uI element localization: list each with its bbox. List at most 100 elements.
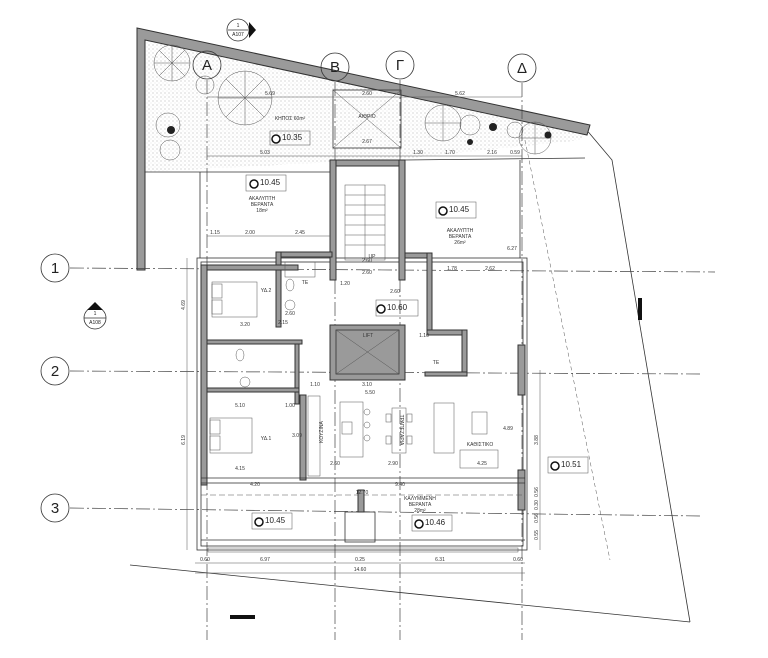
drawing-label: 1.10	[419, 333, 429, 339]
drawing-label: 10.45	[449, 205, 470, 214]
drawing-label: 0.60	[513, 557, 523, 563]
drawing-label: ΒΕΡΑΝΤΑ	[251, 202, 274, 208]
drawing-label: 4.69	[181, 300, 187, 310]
drawing-label: A108	[89, 320, 101, 326]
drawing-label: 9.40	[395, 482, 405, 488]
drawing-label: 10.46	[425, 518, 446, 527]
garden: ΚΗΠΟΣ 60m² ΑΙΘΡΙΟ	[136, 27, 591, 271]
room-label-atrium: ΑΙΘΡΙΟ	[358, 114, 375, 120]
drawing-label: ΚΑΛΥΜΜΕΝΗ	[404, 496, 436, 502]
room-label-veranda-open-right: ΑΚΑΛΥΠΤΗ ΒΕΡΑΝΤΑ 26m²	[447, 228, 474, 246]
drawing-label: 10.51	[561, 460, 582, 469]
drawing-label: 1	[94, 311, 97, 317]
room-label-lift: LIFT	[363, 333, 373, 339]
room-label-bedroom-1: ΥΔ.1	[261, 436, 272, 442]
grid-bubble-column-b: Β	[320, 52, 350, 82]
tree-icon	[153, 44, 552, 161]
drawing-label: 2.60	[285, 311, 295, 317]
level-marker: 10.51	[547, 456, 589, 474]
drawing-label: 2.15	[278, 320, 288, 326]
drawing-label: 1	[237, 23, 240, 29]
stairs	[344, 184, 386, 261]
drawing-label: 2	[51, 363, 59, 380]
drawing-label: 10.60	[387, 303, 408, 312]
drawing-label: 0.25	[355, 557, 365, 563]
drawing-label: 10.35	[282, 133, 303, 142]
drawing-label: 2.00	[245, 230, 255, 236]
drawing-label: 0.60	[200, 557, 210, 563]
drawing-label: 5.50	[365, 390, 375, 396]
grid-bubble-column-d: Δ	[507, 53, 537, 83]
dimension-lines	[186, 96, 541, 574]
level-marker: 10.60	[375, 299, 419, 317]
drawing-label: 18m²	[256, 208, 268, 214]
drawing-label: 6.31	[435, 557, 445, 563]
drawing-label: 4.15	[235, 466, 245, 472]
drawing-label: 2.60	[362, 258, 372, 264]
section-cut-mark	[638, 298, 642, 320]
grid-bubble-row-2: 2	[40, 356, 70, 386]
level-marker: 10.45	[435, 201, 477, 219]
drawing-label: 0.59	[510, 150, 520, 156]
drawing-label: 14.60	[354, 567, 367, 573]
drawing-label: 5.03	[260, 150, 270, 156]
drawing-label: 4.20	[250, 482, 260, 488]
drawing-label: 28m²	[414, 508, 426, 514]
drawing-label: 2.67	[362, 139, 372, 145]
drawing-label: 6.19	[181, 435, 187, 445]
drawing-label: 1.30	[413, 150, 423, 156]
room-label-stairs-up: UP	[369, 254, 377, 260]
drawing-label: 0.56	[534, 487, 540, 497]
drawing-label: 1.15	[210, 230, 220, 236]
drawing-label: 0.30	[534, 500, 540, 510]
drawing-label: Δ	[517, 60, 527, 77]
room-label-veranda-covered: ΚΑΛΥΜΜΕΝΗ ΒΕΡΑΝΤΑ 28m²	[404, 496, 436, 514]
grid-bubble-row-1: 1	[40, 253, 70, 283]
drawing-label: 1.20	[340, 281, 350, 287]
level-marker: 10.46	[411, 514, 453, 532]
drawing-label: Β	[330, 59, 340, 76]
drawing-label: 2.60	[330, 461, 340, 467]
room-label-wc: ΤΕ	[433, 360, 440, 366]
drawing-label: Α	[202, 57, 212, 74]
level-marker: 10.35	[269, 130, 311, 146]
drawing-label: 10.45	[260, 178, 281, 187]
drawing-label: 4.89	[503, 426, 513, 432]
drawing-label: 3.20	[240, 322, 250, 328]
drawing-label: ΑΚΑΛΥΠΤΗ	[447, 228, 474, 234]
drawing-label: 0.55	[534, 530, 540, 540]
drawing-label: 1.00	[285, 403, 295, 409]
drawing-label: 6.97	[260, 557, 270, 563]
drawing-label: 1.78	[447, 266, 457, 272]
drawing-label: 2.16	[487, 150, 497, 156]
drawing-label: Γ	[396, 57, 404, 74]
drawing-label: 4.25	[477, 461, 487, 467]
drawing-label: 2.60	[390, 289, 400, 295]
grid-bubble-row-3: 3	[40, 493, 70, 523]
section-marker-a107: 1 A107	[226, 18, 256, 42]
drawing-label: A107	[232, 32, 244, 38]
building-outline: UP LIFT	[196, 159, 528, 553]
room-label-garden: ΚΗΠΟΣ 60m²	[275, 116, 306, 122]
level-marker: 10.45	[251, 512, 293, 530]
room-label-veranda-open-left: ΑΚΑΛΥΠΤΗ ΒΕΡΑΝΤΑ 18m²	[249, 196, 276, 214]
drawing-label: 1.70	[445, 150, 455, 156]
drawing-label: 5.69	[265, 91, 275, 97]
drawing-label: 3	[51, 500, 59, 517]
palm-icon	[167, 123, 552, 145]
drawing-label: 2.60	[362, 91, 372, 97]
drawing-label: 1	[51, 260, 59, 277]
drawing-label: 3.09	[292, 433, 302, 439]
drawing-label: 3.88	[534, 435, 540, 445]
room-label-kitchen: ΚΟΥΖΙΝΑ	[319, 421, 325, 443]
furniture	[207, 261, 519, 553]
room-label-dining: ΤΡΑΠΕΖΑΡΙΑ	[398, 415, 404, 446]
drawing-label: 12.70	[356, 490, 369, 496]
site-boundary	[129, 127, 691, 623]
drawing-label: 0.56	[534, 513, 540, 523]
drawing-label: 2.60	[362, 270, 372, 276]
drawing-label: 26m²	[454, 240, 466, 246]
drawing-label: 2.62	[485, 266, 495, 272]
